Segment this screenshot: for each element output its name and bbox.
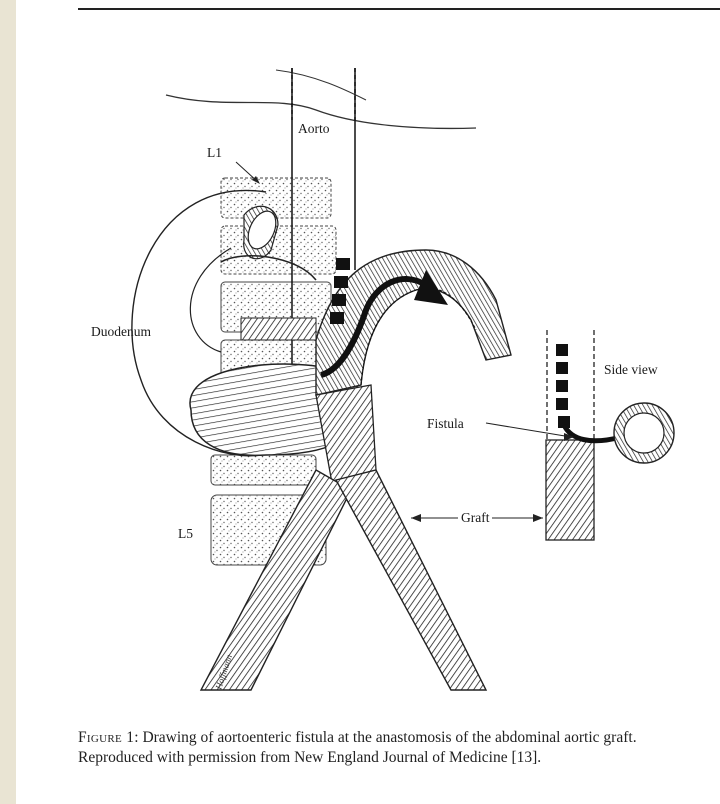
page: Aorto L1 Duodenum L5 Fistula Graft Side …: [16, 0, 720, 804]
label-l5: L5: [178, 526, 193, 541]
caption-figure-tag: Figure 1: [78, 729, 134, 746]
caption-text: : Drawing of aortoenteric fistula at the…: [78, 729, 637, 766]
graft-right-limb: [336, 470, 486, 690]
figure-illustration: Aorto L1 Duodenum L5 Fistula Graft Side …: [16, 0, 720, 700]
label-aorta: Aorto: [298, 121, 330, 136]
label-duodenum: Duodenum: [91, 324, 151, 339]
label-fistula: Fistula: [427, 416, 464, 431]
label-side-view: Side view: [604, 362, 658, 377]
label-graft: Graft: [461, 510, 490, 525]
label-l1: L1: [207, 145, 222, 160]
figure-caption: Figure 1: Drawing of aortoenteric fistul…: [78, 728, 708, 768]
